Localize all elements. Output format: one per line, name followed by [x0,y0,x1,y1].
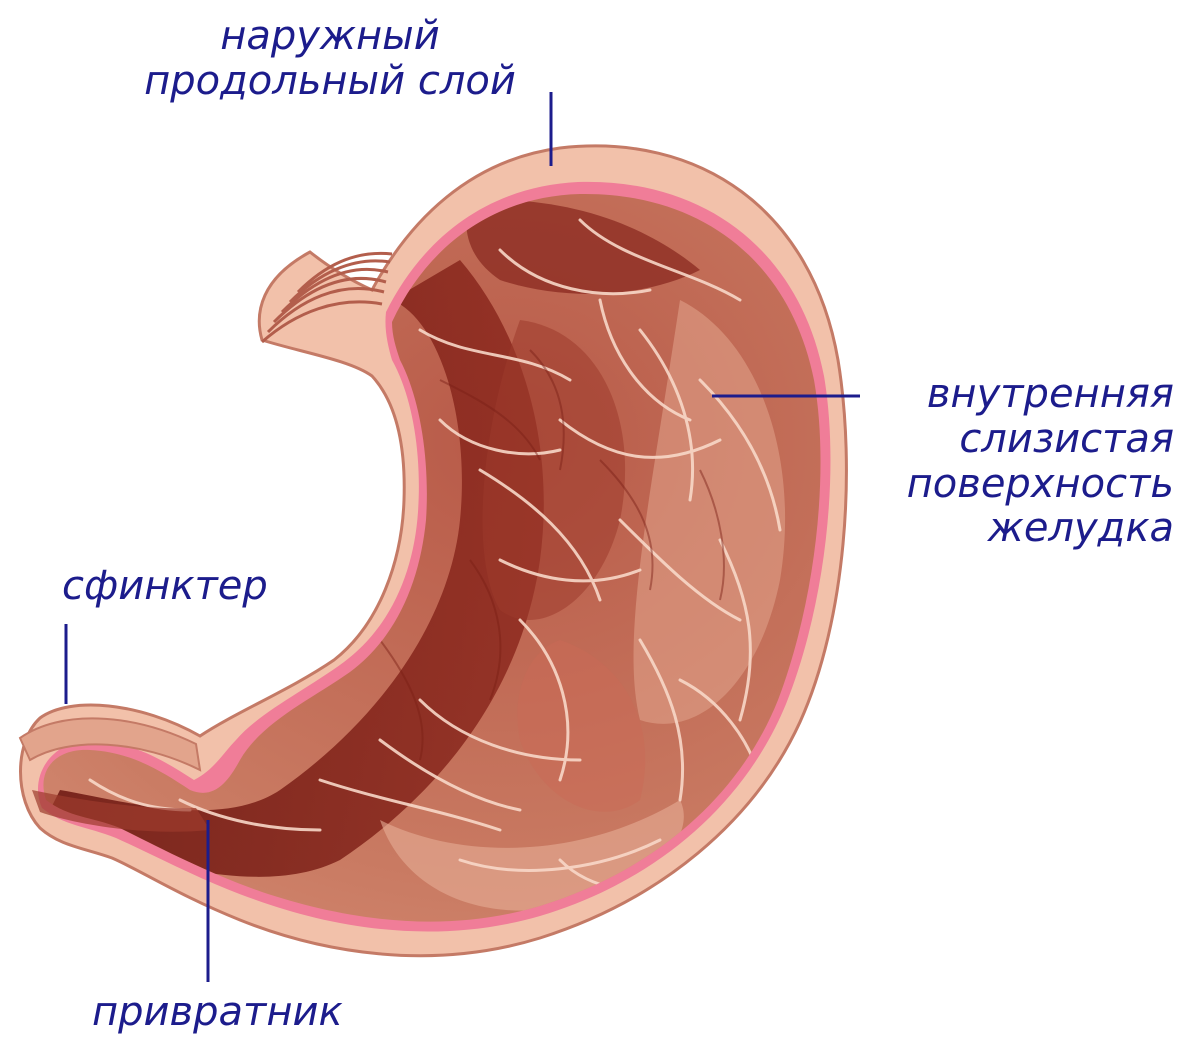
inner-surface-label-line-1: внутренняя [907,372,1174,417]
inner-surface-label: внутренняя слизистая поверхность желудка [907,372,1174,551]
outer-layer-label: наружный продольный слой [120,14,540,104]
inner-surface-label-line-3: поверхность [907,462,1174,507]
pylorus-label: привратник [92,990,343,1035]
outer-layer-label-line-1: наружный [120,14,540,59]
inner-surface-label-line-4: желудка [907,506,1174,551]
outer-layer-label-line-2: продольный слой [120,59,540,104]
inner-surface-label-line-2: слизистая [907,417,1174,462]
sphincter-label: сфинктер [62,564,268,609]
